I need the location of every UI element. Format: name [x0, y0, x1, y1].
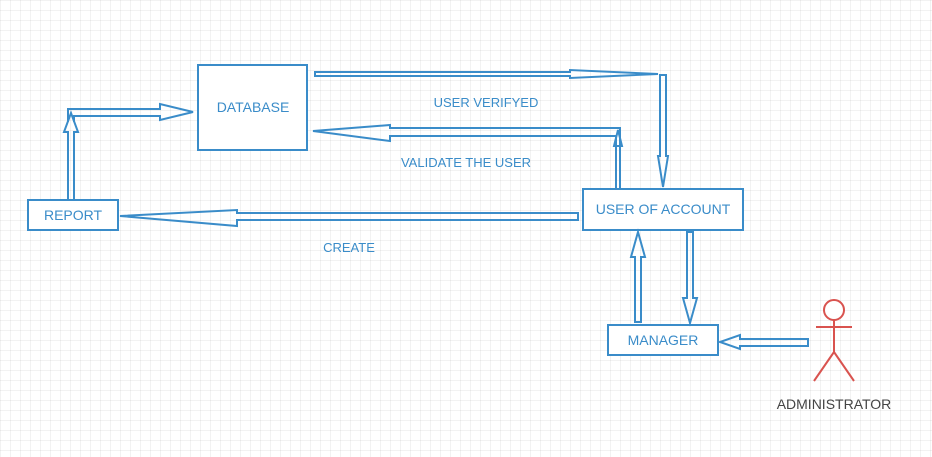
arrow-validate-to-database	[312, 123, 621, 190]
arrow-user-of-account-to-manager	[681, 231, 699, 327]
arrow-report-to-database	[62, 110, 80, 201]
edge-label-user-verified: USER VERIFYED	[434, 95, 539, 110]
database-box[interactable]	[197, 64, 308, 151]
arrow-validate-up-head	[612, 129, 624, 147]
report-box[interactable]	[27, 199, 119, 231]
edge-label-create: CREATE	[323, 240, 375, 255]
report-label: REPORT	[44, 207, 103, 223]
user-of-account-label: USER OF ACCOUNT	[596, 201, 731, 217]
manager-box[interactable]	[607, 324, 719, 356]
arrow-report-to-database-horizontal	[67, 102, 194, 122]
arrow-administrator-to-manager	[716, 333, 809, 351]
arrow-create-to-report	[119, 208, 579, 228]
manager-label: MANAGER	[628, 332, 699, 348]
administrator-label: ADMINISTRATOR	[777, 396, 892, 412]
arrow-manager-to-user-of-account	[629, 228, 647, 323]
edge-label-validate-user: VALIDATE THE USER	[401, 155, 531, 170]
stick-figure-icon[interactable]	[813, 299, 855, 382]
arrow-database-to-user-top	[314, 68, 659, 80]
user-of-account-box[interactable]	[582, 188, 744, 231]
arrow-down-to-user-of-account	[656, 74, 670, 188]
database-label: DATABASE	[217, 99, 290, 115]
